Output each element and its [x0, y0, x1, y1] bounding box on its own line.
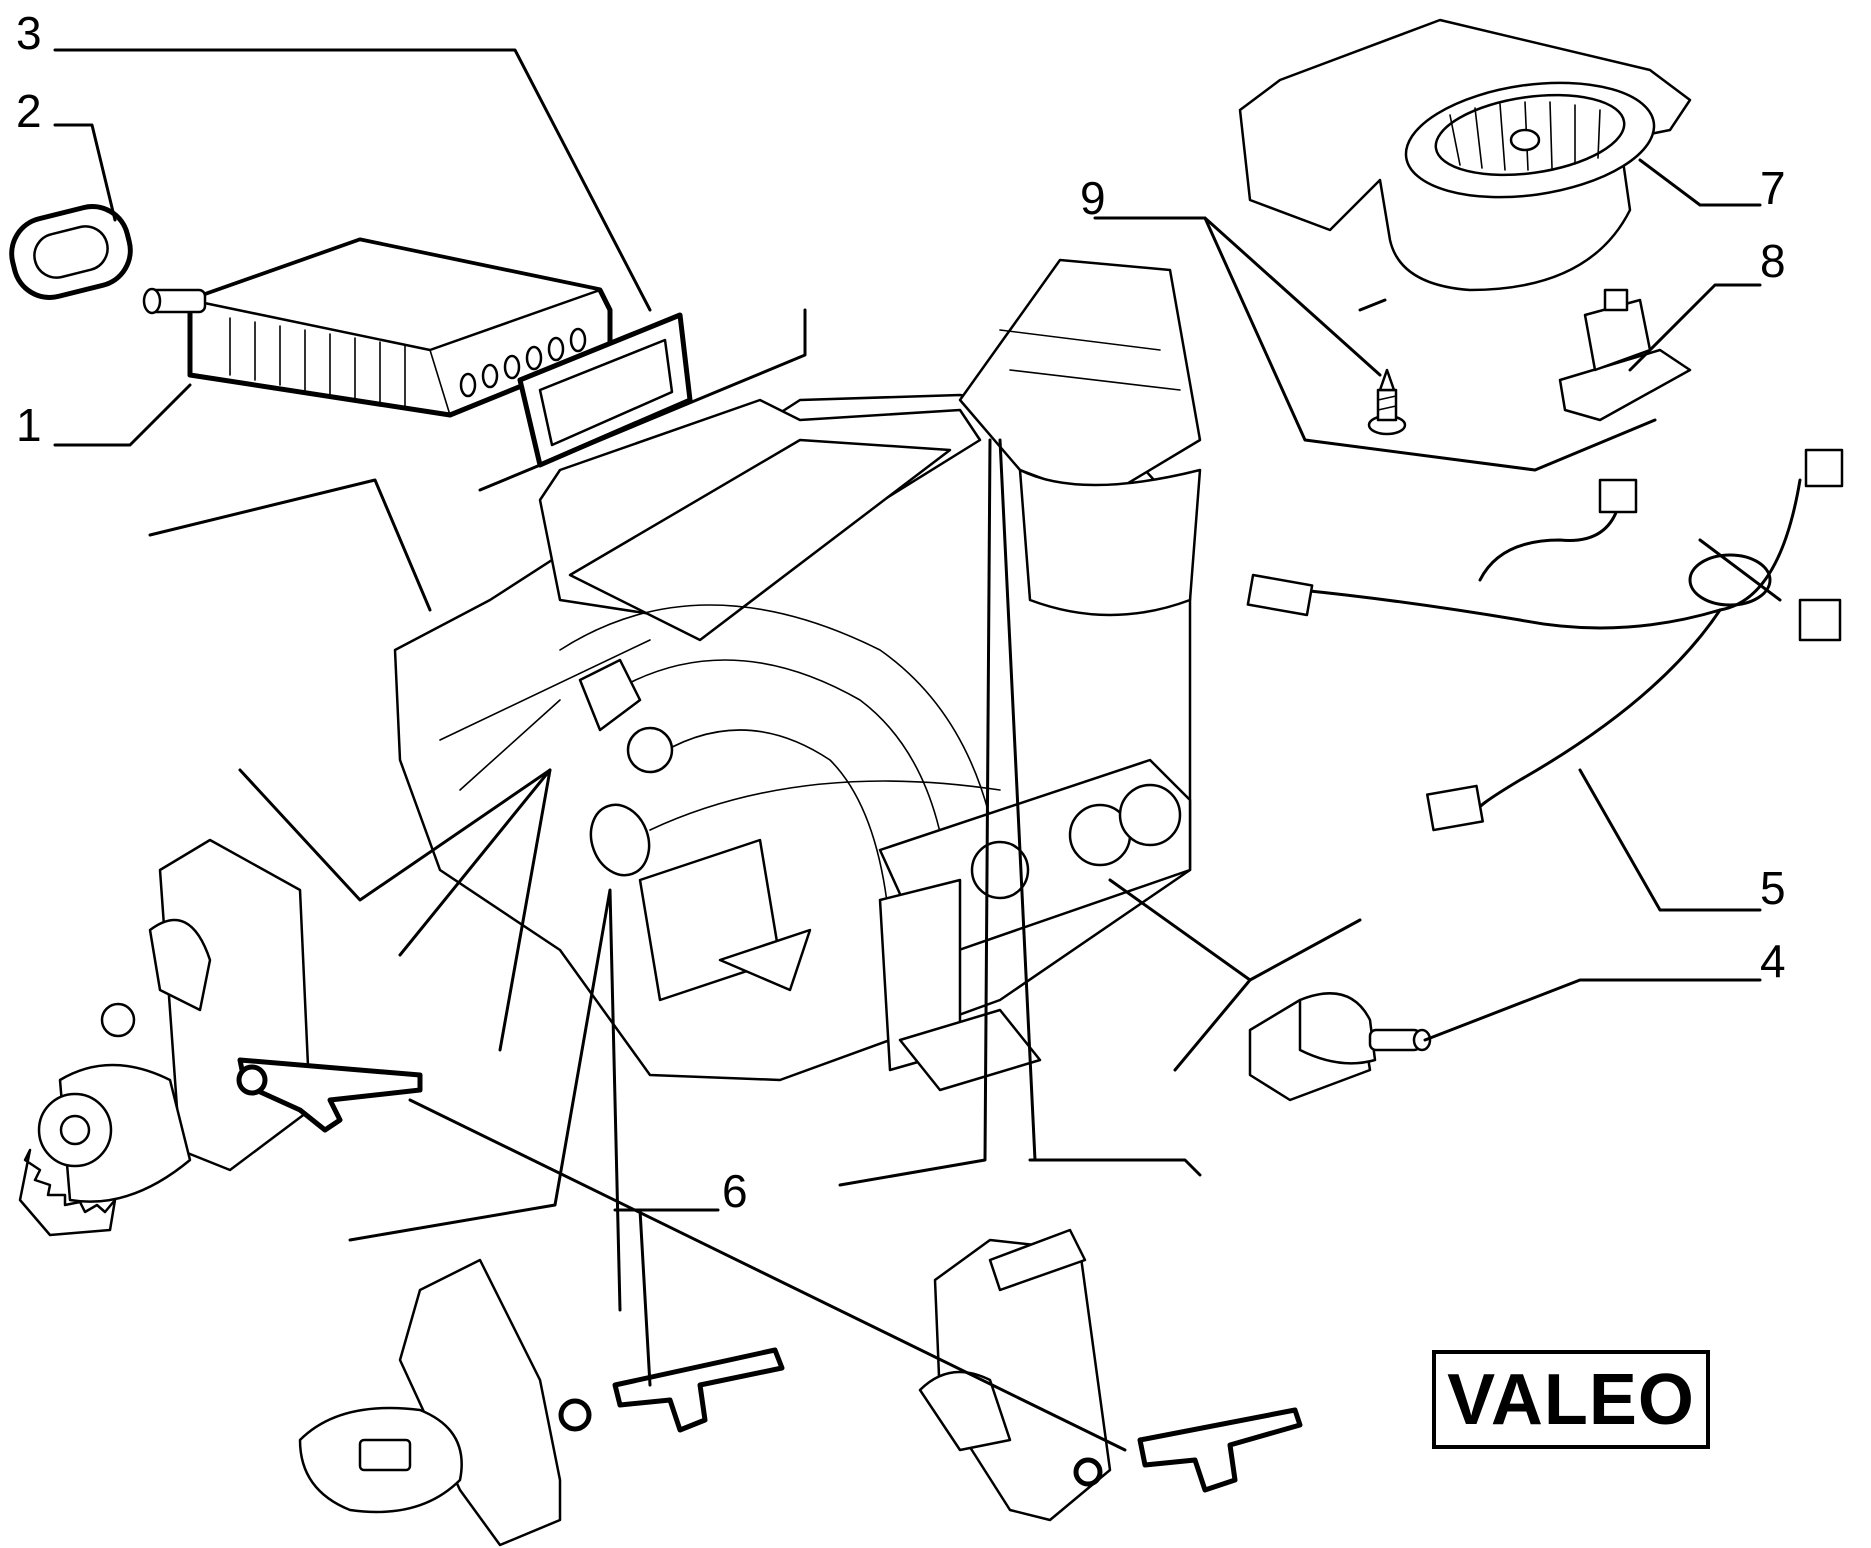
callout-4: 4: [1760, 935, 1786, 987]
heater-box-housing: [393, 258, 1202, 1092]
callout-5: 5: [1760, 862, 1786, 914]
brand-label-box: VALEO: [1432, 1350, 1710, 1449]
housing-actuator-a: [578, 658, 674, 774]
part-1-heater-core: [142, 237, 613, 418]
callout-2: 2: [16, 85, 42, 137]
callout-3: 3: [16, 7, 42, 59]
bottom-left-sensor: [558, 1347, 785, 1433]
leader-lines: [53, 48, 1762, 1452]
part-2-gasket: [9, 204, 133, 300]
bottom-left-actuator-assembly: [298, 1258, 785, 1547]
callout-7: 7: [1760, 162, 1786, 214]
part-8-resistor: [1558, 288, 1692, 422]
part-7-blower: [1238, 18, 1692, 292]
callout-6: 6: [722, 1165, 748, 1217]
callout-8: 8: [1760, 235, 1786, 287]
callout-1: 1: [16, 399, 42, 451]
left-actuator-sensor: [236, 1057, 423, 1133]
part-9-screw: [1367, 368, 1407, 436]
left-actuator-assembly: [18, 838, 423, 1237]
bottom-right-sensor: [1073, 1407, 1303, 1493]
bottom-right-actuator-assembly: [918, 1228, 1303, 1522]
part-5-wiring-harness: [1246, 448, 1844, 832]
part-3-frame: [517, 312, 693, 468]
housing-sensor-a: [589, 780, 1001, 877]
part-4-switch: [1248, 992, 1432, 1102]
callout-9: 9: [1080, 172, 1106, 224]
brand-label: VALEO: [1447, 1359, 1695, 1440]
